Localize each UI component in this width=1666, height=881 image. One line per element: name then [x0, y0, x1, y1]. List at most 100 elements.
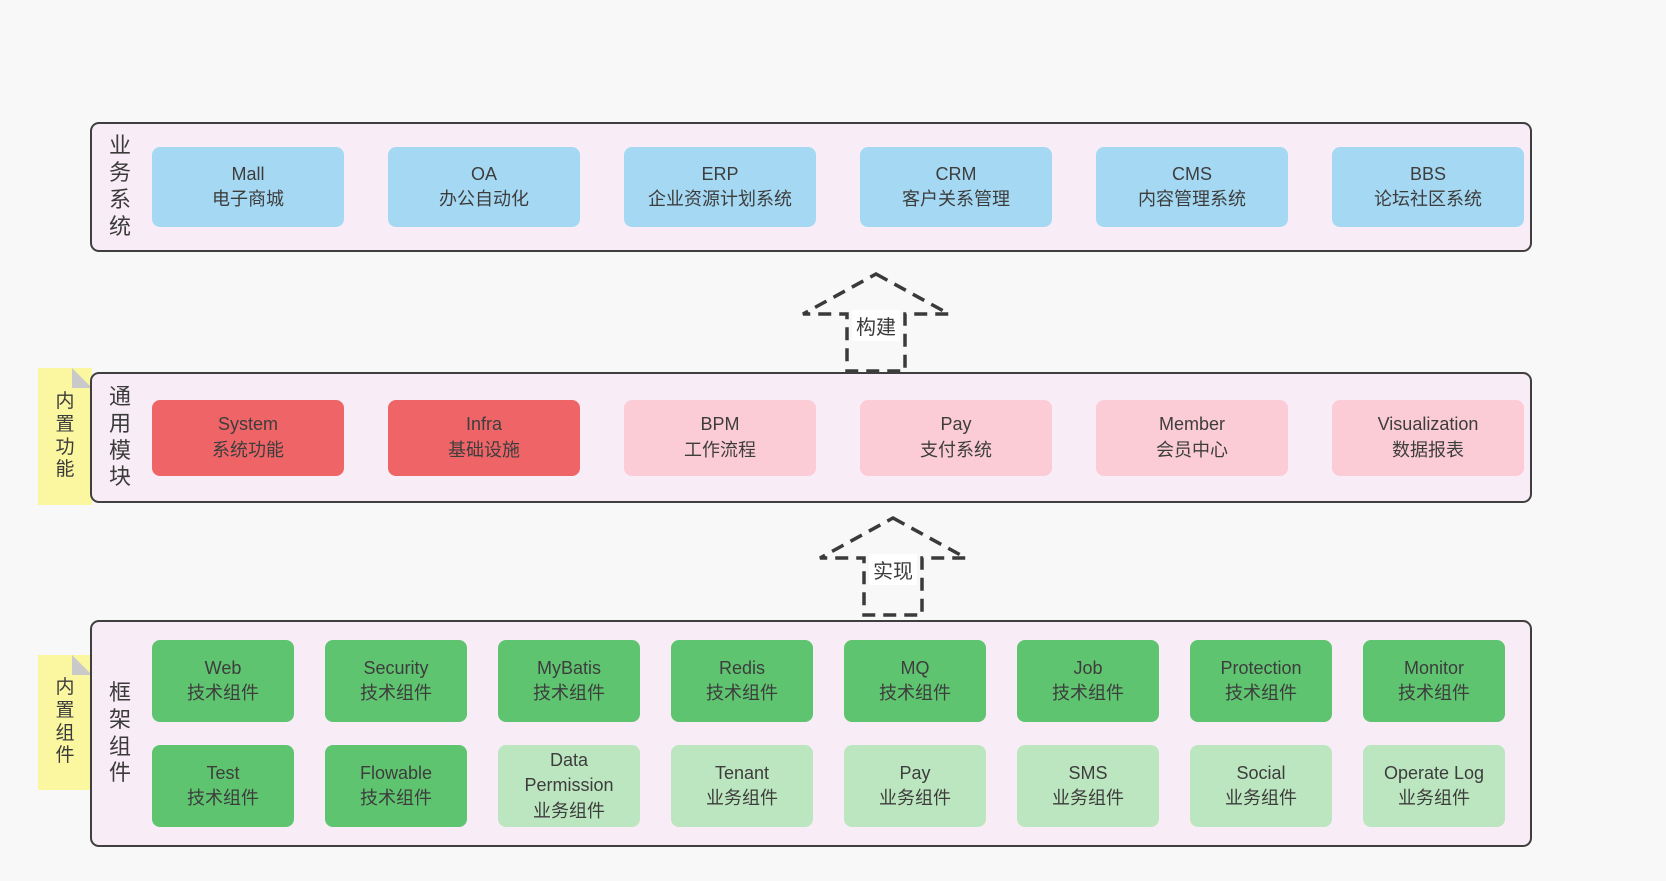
- module-name: MQ: [900, 657, 930, 678]
- module-desc: 业务组件: [1398, 788, 1470, 808]
- module-name: ERP: [701, 163, 739, 184]
- module-desc: 客户关系管理: [902, 189, 1010, 209]
- module-desc: 业务组件: [533, 800, 605, 821]
- implement-arrow: 实现: [818, 516, 968, 617]
- module-box-monitor: Monitor 技术组件: [1363, 640, 1505, 722]
- arrow-label: 构建: [852, 310, 900, 341]
- module-box-data-permission: Data Permission 业务组件: [498, 745, 640, 827]
- module-desc: 技术组件: [187, 683, 259, 703]
- module-box-operate-log: Operate Log 业务组件: [1363, 745, 1505, 827]
- module-desc: 技术组件: [1225, 683, 1297, 703]
- folded-corner-icon: [72, 655, 92, 675]
- module-desc: 技术组件: [360, 683, 432, 703]
- module-box-web: Web 技术组件: [152, 640, 294, 722]
- module-desc: 技术组件: [1052, 683, 1124, 703]
- module-name: SMS: [1068, 762, 1108, 783]
- module-box-test: Test 技术组件: [152, 745, 294, 827]
- sticky-note-built-in-features: 内置功能: [38, 368, 92, 505]
- module-desc: 技术组件: [187, 788, 259, 808]
- module-row: System 系统功能 Infra 基础设施 BPM 工作流程 Pay 支付系统 Member 会…: [152, 399, 1524, 476]
- module-name: Visualization: [1377, 414, 1479, 435]
- module-name: Monitor: [1403, 657, 1465, 678]
- module-box-mq: MQ 技术组件: [844, 640, 986, 722]
- module-name: Protection: [1220, 657, 1302, 678]
- module-name: Data Permission: [524, 750, 614, 796]
- module-name: OA: [470, 163, 497, 184]
- module-name: Member: [1158, 414, 1225, 435]
- module-box-mybatis: MyBatis 技术组件: [498, 640, 640, 722]
- module-name: System: [217, 414, 278, 435]
- band-title: 框架组件: [108, 679, 131, 786]
- module-desc: 业务组件: [1052, 788, 1124, 808]
- arrow-label: 实现: [869, 554, 917, 585]
- module-box-job: Job 技术组件: [1017, 640, 1159, 722]
- module-name: Pay: [940, 414, 972, 435]
- module-desc: 企业资源计划系统: [648, 189, 792, 209]
- module-desc: 数据报表: [1392, 439, 1464, 460]
- module-box-social: Social 业务组件: [1190, 745, 1332, 827]
- module-desc: 系统功能: [212, 439, 284, 460]
- sticky-label: 内置组件: [55, 676, 75, 767]
- module-desc: 基础设施: [448, 439, 520, 460]
- module-box-bpm: BPM 工作流程: [624, 399, 816, 476]
- folded-corner-icon: [72, 368, 92, 388]
- module-desc: 技术组件: [1398, 683, 1470, 703]
- module-desc: 技术组件: [533, 683, 605, 703]
- module-box-flowable: Flowable 技术组件: [325, 745, 467, 827]
- module-box-visualization: Visualization 数据报表: [1332, 399, 1524, 476]
- band-common-modules: 通用模块 System 系统功能 Infra 基础设施 BPM 工作流程 Pay 支付系统 Me…: [90, 372, 1532, 503]
- module-box-pay: Pay 支付系统: [860, 399, 1052, 476]
- module-name: CRM: [935, 163, 977, 184]
- module-desc: 技术组件: [360, 788, 432, 808]
- module-box-pay: Pay 业务组件: [844, 745, 986, 827]
- module-box-member: Member 会员中心: [1096, 399, 1288, 476]
- module-name: Job: [1073, 657, 1103, 678]
- module-box-sms: SMS 业务组件: [1017, 745, 1159, 827]
- module-name: MyBatis: [536, 657, 601, 678]
- module-name: Test: [206, 762, 240, 783]
- module-desc: 业务组件: [879, 788, 951, 808]
- module-box-infra: Infra 基础设施: [388, 399, 580, 476]
- module-box-erp: ERP 企业资源计划系统: [624, 147, 816, 227]
- module-name: Security: [363, 657, 429, 678]
- sticky-note-built-in-components: 内置组件: [38, 655, 92, 790]
- module-name: Social: [1236, 762, 1286, 783]
- module-box-redis: Redis 技术组件: [671, 640, 813, 722]
- sticky-label: 内置功能: [55, 390, 75, 481]
- module-name: Flowable: [359, 762, 433, 783]
- band-title: 业务系统: [108, 133, 131, 239]
- module-desc: 电子商城: [212, 189, 284, 209]
- module-desc: 支付系统: [920, 439, 992, 460]
- module-name: BPM: [700, 414, 740, 435]
- module-box-cms: CMS 内容管理系统: [1096, 147, 1288, 227]
- module-desc: 会员中心: [1156, 439, 1228, 460]
- module-box-oa: OA 办公自动化: [388, 147, 580, 227]
- module-name: Redis: [718, 657, 766, 678]
- module-name: BBS: [1409, 163, 1447, 184]
- module-desc: 内容管理系统: [1138, 189, 1246, 209]
- module-desc: 业务组件: [706, 788, 778, 808]
- module-desc: 技术组件: [879, 683, 951, 703]
- band-title: 通用模块: [108, 383, 131, 490]
- module-name: Pay: [899, 762, 931, 783]
- module-desc: 业务组件: [1225, 788, 1297, 808]
- module-box-crm: CRM 客户关系管理: [860, 147, 1052, 227]
- module-desc: 工作流程: [684, 439, 756, 460]
- module-name: Operate Log: [1383, 762, 1485, 783]
- module-box-security: Security 技术组件: [325, 640, 467, 722]
- module-desc: 办公自动化: [439, 189, 529, 209]
- module-box-system: System 系统功能: [152, 399, 344, 476]
- module-name: Infra: [465, 414, 503, 435]
- module-desc: 技术组件: [706, 683, 778, 703]
- module-name: CMS: [1172, 163, 1212, 184]
- module-name: Web: [204, 657, 242, 678]
